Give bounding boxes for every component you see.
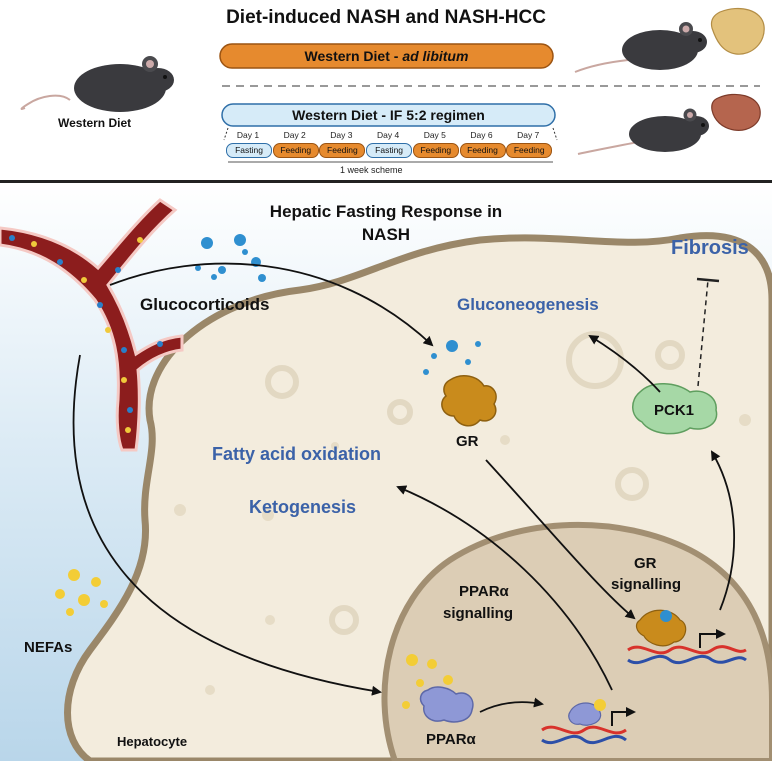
fasting-day-pill: Fasting: [366, 143, 413, 158]
inhibition-bar: [696, 277, 720, 283]
day-label: Day 6: [470, 130, 493, 140]
ppar-receptor-icon: [419, 686, 474, 723]
pck1-protein: [632, 383, 718, 435]
mouse-left-icon: [20, 56, 174, 112]
gr-to-dna-arrow: [485, 459, 636, 620]
gr-dna-icon: [627, 609, 747, 665]
day-label: Day 1: [236, 130, 260, 140]
fatty-liver-icon: [710, 7, 765, 55]
fasting-day-pill: Fasting: [226, 143, 272, 158]
ppar-signalling-line1: PPARα: [459, 583, 509, 600]
mouse-top-right-icon: [574, 22, 707, 73]
feeding-day-pill: Feeding: [412, 143, 459, 158]
bottom-title-line1: Hepatic Fasting Response in: [269, 202, 503, 221]
gr-label: GR: [456, 433, 479, 450]
ad-libitum-bar: [219, 43, 554, 69]
dna-to-pck1-arrow: [710, 450, 735, 611]
ppar-to-dna-arrow: [479, 697, 544, 713]
vesicles: [265, 331, 685, 635]
ppar-signalling-line2: signalling: [443, 605, 514, 622]
ad-libitum-label: Western Diet - ad libitum: [220, 49, 553, 63]
if-regimen-bar: [221, 103, 556, 127]
feeding-day-pill: Feeding: [272, 143, 319, 158]
mouse-bottom-right-icon: [577, 108, 709, 155]
ketogenesis-label: Ketogenesis: [249, 497, 357, 517]
gr-signalling-line1: GR: [634, 555, 657, 572]
blood-vessel: [0, 198, 184, 452]
nefa-molecules: [55, 569, 453, 709]
top-title: Diet-induced NASH and NASH-HCC: [226, 7, 546, 28]
feeding-day-pill: Feeding: [319, 143, 366, 158]
gr-signalling-line2: signalling: [611, 576, 682, 593]
nefa-arrow: [72, 354, 382, 696]
glucocorticoids-label: Glucocorticoids: [140, 295, 270, 314]
day-label: Day 7: [517, 130, 540, 140]
day-label: Day 2: [283, 130, 306, 140]
if-regimen-label: Western Diet - IF 5:2 regimen: [292, 107, 485, 123]
day-label: Day 4: [376, 130, 400, 140]
ad-libitum-italic: ad libitum: [402, 48, 469, 64]
nucleus: [381, 521, 772, 761]
fibrosis-label: Fibrosis: [671, 237, 749, 259]
ppar-label: PPARα: [426, 731, 476, 748]
gluconeogenesis-label: Gluconeogenesis: [457, 295, 599, 314]
ppar-dna-icon: [541, 699, 636, 745]
feeding-day-pill: Feeding: [459, 143, 506, 158]
fatty-acid-oxidation-label: Fatty acid oxidation: [212, 444, 382, 464]
vesicle-dots: [174, 414, 751, 695]
feeding-day-pill: Feeding: [506, 143, 553, 158]
week-scheme-label: 1 week scheme: [340, 165, 403, 175]
glucocorticoid-arrow: [109, 262, 434, 347]
nefas-label: NEFAs: [24, 639, 73, 656]
ppar-to-fao-arrow: [396, 485, 613, 691]
day-label: Day 5: [423, 130, 446, 140]
ad-libitum-prefix: Western Diet -: [304, 48, 403, 64]
liver-icon: [711, 93, 761, 131]
bottom-title-line2: NASH: [361, 225, 411, 244]
panel-divider: [0, 180, 772, 183]
hepatocyte-label: Hepatocyte: [117, 734, 188, 749]
pck1-label: PCK1: [654, 402, 695, 419]
pathway-arrows: [72, 262, 735, 713]
pck1-to-gluconeogenesis-arrow: [588, 334, 661, 393]
day-label: Day 3: [330, 130, 353, 140]
western-diet-label: Western Diet: [58, 116, 132, 130]
glucocorticoid-molecules: [195, 234, 481, 375]
gr-receptor-icon: [441, 374, 497, 427]
